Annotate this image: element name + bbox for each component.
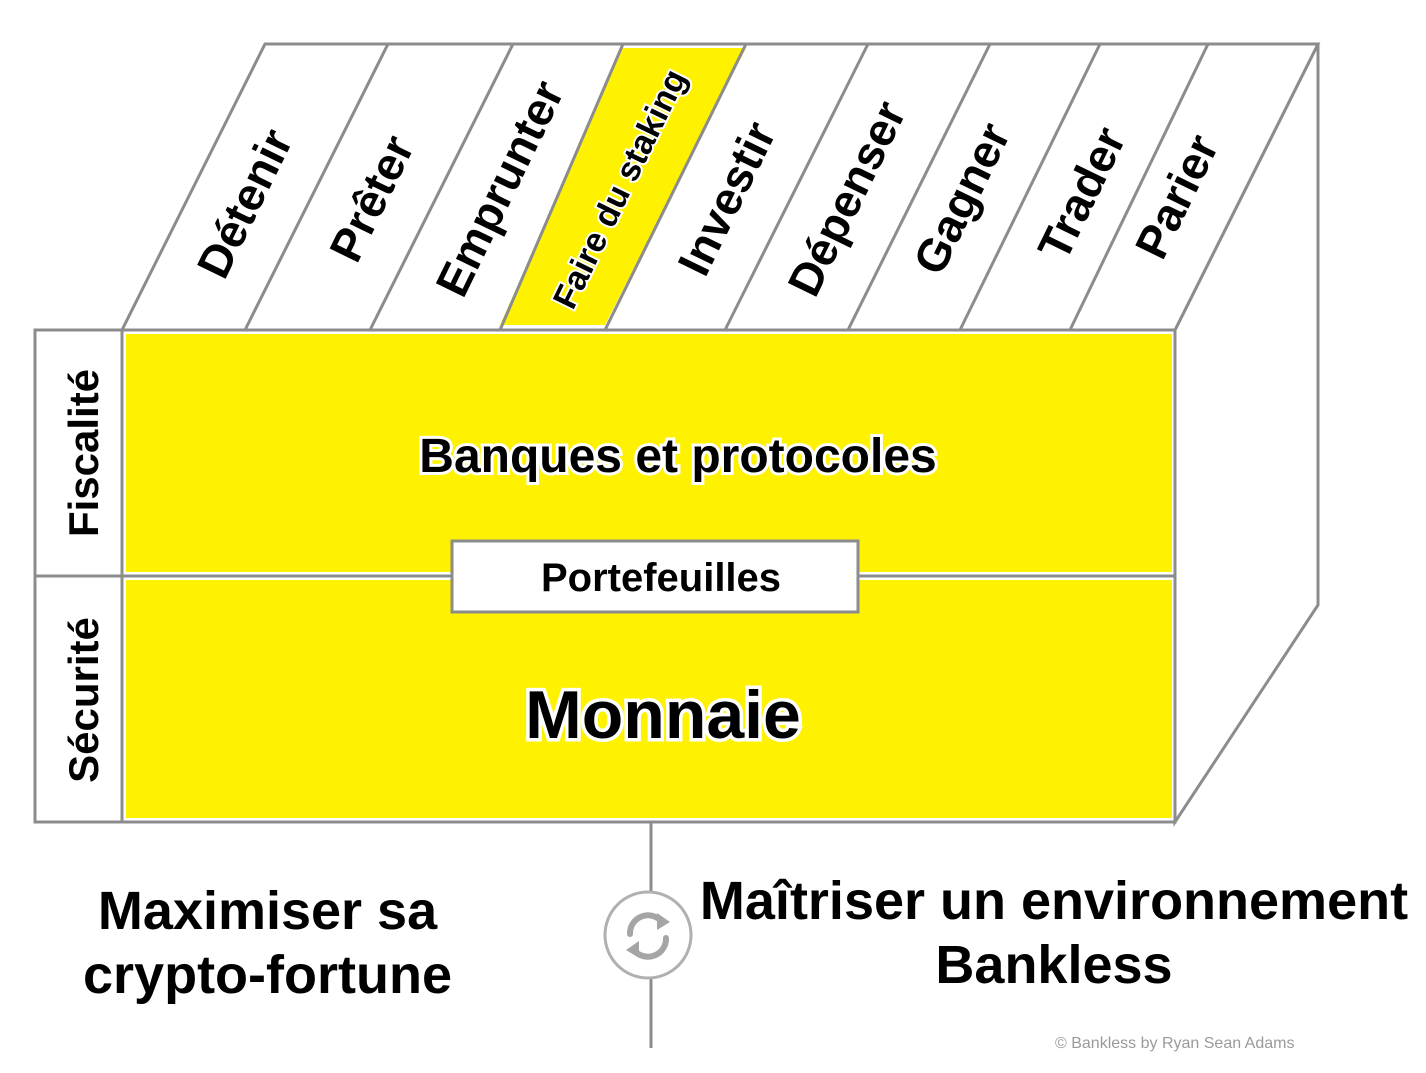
side-label-tax: Fiscalité bbox=[60, 369, 107, 537]
copyright-notice: © Bankless by Ryan Sean Adams bbox=[1055, 1035, 1295, 1052]
activity-divider bbox=[1068, 43, 1210, 331]
activity-divider bbox=[498, 43, 625, 331]
activity-divider bbox=[723, 43, 870, 331]
activity-divider bbox=[846, 43, 992, 331]
layer-banks-label: Banques et protocoles bbox=[419, 430, 936, 483]
side-label-security: Sécurité bbox=[60, 617, 107, 783]
activity-strip-highlight bbox=[500, 48, 746, 325]
activity-dividers bbox=[243, 43, 1210, 331]
layer-money-block bbox=[126, 580, 1172, 818]
activity-divider bbox=[603, 43, 748, 331]
caption-left: Maximiser sa crypto-fortune bbox=[83, 881, 452, 1005]
layer-wallets-label: Portefeuilles bbox=[541, 556, 781, 600]
activity-divider bbox=[368, 43, 515, 331]
activity-divider bbox=[243, 43, 390, 331]
refresh-icon bbox=[603, 890, 693, 980]
caption-right: Maîtriser un environnement Bankless bbox=[699, 871, 1409, 995]
layer-money-label: Monnaie bbox=[525, 677, 801, 753]
wallet-box bbox=[450, 539, 860, 614]
layer-banks-block bbox=[126, 334, 1172, 572]
activity-divider bbox=[958, 43, 1102, 331]
